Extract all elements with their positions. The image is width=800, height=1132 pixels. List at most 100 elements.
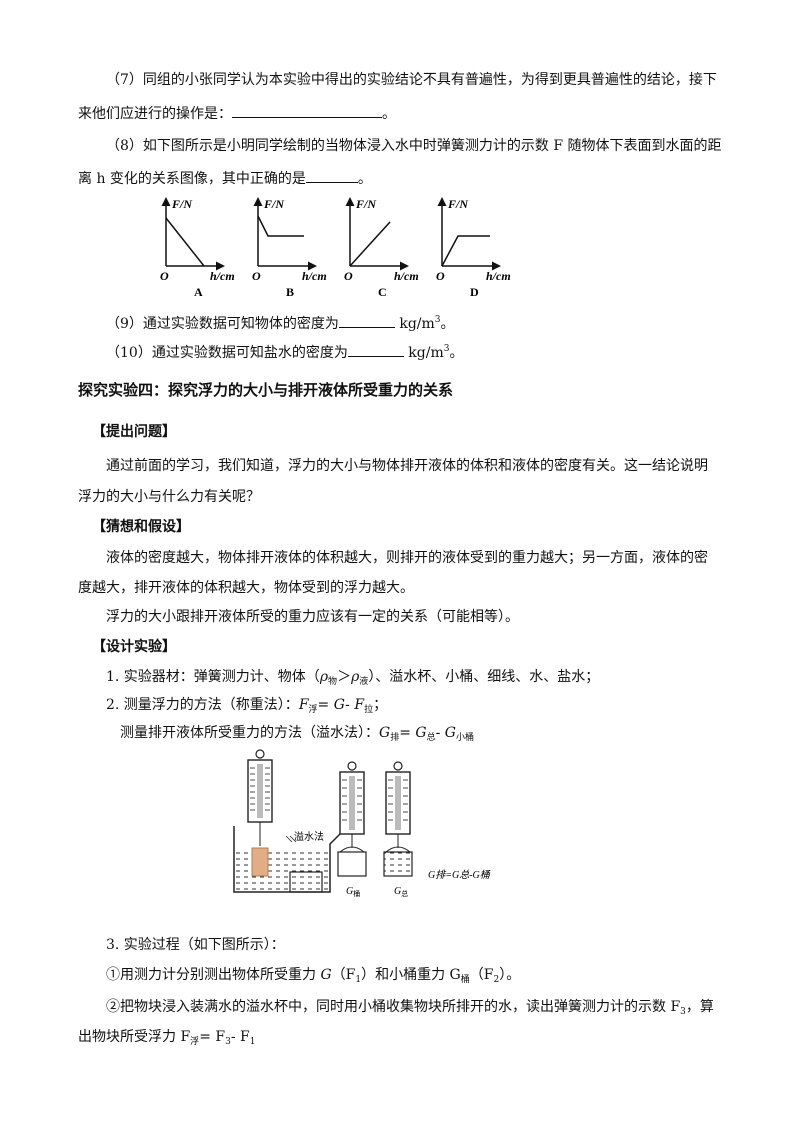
design-item2b-sub3: 小桶 <box>455 733 474 743</box>
step1-e: ）。 <box>499 967 521 983</box>
graph-b-origin: O <box>252 269 261 283</box>
q9-prefix: （9）通过实验数据可知物体的密度为 <box>106 316 339 332</box>
step1-b: （F <box>331 967 356 983</box>
overflow-label: 溢水法 <box>294 830 324 843</box>
spring-scale-3 <box>383 761 413 877</box>
design-item2-eq: = G- F <box>317 697 365 713</box>
graph-b-ylabel: F/N <box>263 197 285 211</box>
design-item2b-sub2: 总 <box>426 733 436 743</box>
full-bucket <box>383 851 413 877</box>
empty-bucket <box>337 851 367 877</box>
step1-c: ）和小桶重力 G <box>361 967 461 983</box>
design-item2b-sub1: 排 <box>390 733 400 743</box>
q7-line1: （7）同组的小张同学认为本实验中得出的实验结论不具有普遍性，为得到更具普遍性的结… <box>106 72 717 88</box>
design-item1-rho: ρ <box>319 669 329 685</box>
sec-hypothesis-line3: 浮力的大小跟排开液体所受的重力应该有一定的关系（可能相等）。 <box>106 609 519 625</box>
graph-d-xlabel: h/cm <box>486 269 511 283</box>
q10-prefix: （10）通过实验数据可知盐水的密度为 <box>106 345 348 361</box>
q9-line: （9）通过实验数据可知物体的密度为 kg/m3。 <box>106 313 455 336</box>
q9-unit-exp: 3 <box>434 315 441 325</box>
step2-sub: 3 <box>680 1007 686 1017</box>
graphs-figure: F/N O h/cm A F/N O h/cm B F/N O h/cm C F… <box>160 197 511 299</box>
q8-line2: 离 h 变化的关系图像，其中正确的是。 <box>78 168 372 189</box>
q10-end: 。 <box>449 345 464 361</box>
design-item1: 1. 实验器材：弹簧测力计、物体（ρ物＞ρ液）、溢水杯、小桶、细线、水、盐水； <box>106 667 599 689</box>
step1-d: （F <box>469 967 494 983</box>
graph-b-xlabel: h/cm <box>302 269 327 283</box>
sec-question-heading: 【提出问题】 <box>92 424 176 440</box>
q9-end: 。 <box>440 316 455 332</box>
q10-unit: kg/m <box>408 345 444 361</box>
q9-unit: kg/m <box>399 316 435 332</box>
q7-suffix: 。 <box>382 106 396 122</box>
exp4-title: 探究实验四：探究浮力的大小与排开液体所受重力的关系 <box>78 381 454 399</box>
q8-line1: （8）如下图所示是小明同学绘制的当物体浸入水中时弹簧测力计的示数 F 随物体下表… <box>106 138 722 154</box>
graph-d-origin: O <box>436 269 445 283</box>
graph-b: F/N O h/cm B <box>252 197 327 299</box>
design-item2-F: F <box>298 697 309 713</box>
design-item1-rho2: ρ <box>351 669 360 685</box>
design-item1-sub2: 液 <box>359 677 369 687</box>
graph-a-ylabel: F/N <box>171 197 193 211</box>
q7-answer-blank[interactable] <box>232 103 382 118</box>
step2-line2-c: - F <box>230 1029 250 1045</box>
design-item1-gt: ＞ <box>337 669 352 685</box>
graph-c-caption: C <box>378 285 387 299</box>
design-item2-end: ； <box>373 697 388 713</box>
step1-sub2: 桶 <box>460 975 470 985</box>
sec-question-line1: 通过前面的学习，我们知道，浮力的大小与物体排开液体的体积和液体的密度有关。这一结… <box>106 458 708 474</box>
graph-c-origin: O <box>344 269 353 283</box>
small-bucket-1 <box>289 871 323 893</box>
step2-line1-b: ，算 <box>685 999 714 1015</box>
step1-sub1: 1 <box>355 975 362 985</box>
design-item2b: 测量排开液体所受重力的方法（溢水法）：G排= G总- G小桶 <box>120 723 474 745</box>
graph-a-xlabel: h/cm <box>210 269 235 283</box>
label-g-bucket: G桶 <box>346 886 360 898</box>
q10-unit-exp: 3 <box>443 344 450 354</box>
step2-line2-b: = F <box>199 1029 226 1045</box>
design-item2-sub2: 拉 <box>364 705 374 715</box>
graph-a-line <box>165 217 205 267</box>
q8-answer-blank[interactable] <box>305 168 358 183</box>
step2-line2-a: 出物块所受浮力 F <box>78 1029 191 1045</box>
formula-label: G排=G总-G桶 <box>428 869 491 881</box>
sec-hypothesis-heading: 【猜想和假设】 <box>92 519 190 535</box>
graph-c-xlabel: h/cm <box>394 269 419 283</box>
graph-d: F/N O h/cm D <box>436 197 511 299</box>
q10-answer-blank[interactable] <box>347 342 404 357</box>
process-heading: 3. 实验过程（如下图所示）： <box>106 937 285 953</box>
sec-design-heading: 【设计实验】 <box>92 639 176 655</box>
graph-d-ylabel: F/N <box>447 197 469 211</box>
process-step2-line1: ②把物块浸入装满水的溢水杯中，同时用小桶收集物块所排开的水，读出弹簧测力计的示数… <box>106 997 714 1019</box>
design-item2b-a: 测量排开液体所受重力的方法（溢水法）： <box>120 725 379 741</box>
design-item1-sub1: 物 <box>328 677 338 687</box>
design-item1-b: ）、溢水杯、小桶、细线、水、盐水； <box>368 669 600 685</box>
q9-answer-blank[interactable] <box>338 313 395 328</box>
step2-line2-sub1: 浮 <box>190 1037 200 1047</box>
overflow-cup <box>233 826 341 893</box>
process-step1: ①用测力计分别测出物体所受重力 G（F1）和小桶重力 G桶（F2）。 <box>106 965 520 987</box>
graph-a-caption: A <box>194 285 203 299</box>
graph-d-line <box>441 235 490 267</box>
design-item1-a: 1. 实验器材：弹簧测力计、物体（ <box>106 669 320 685</box>
step1-a: ①用测力计分别测出物体所受重力 <box>106 967 321 983</box>
sec-hypothesis-line1: 液体的密度越大，物体排开液体的体积越大，则排开的液体受到的重力越大；另一方面，液… <box>106 550 708 566</box>
design-item2b-eq: = G <box>399 725 427 741</box>
design-item2b-mid: - G <box>435 725 456 741</box>
step2-line2-sub2: 3 <box>225 1037 231 1047</box>
q7-prefix: 来他们应进行的操作是： <box>78 106 232 122</box>
graph-c: F/N O h/cm C <box>344 197 419 299</box>
step1-sub3: 2 <box>493 975 500 985</box>
apparatus-figure: 溢水法 <box>233 749 491 898</box>
step1-G: G <box>320 967 332 983</box>
graph-a: F/N O h/cm A <box>160 197 235 299</box>
design-item2b-G: G <box>379 725 391 741</box>
graph-c-line <box>349 221 391 267</box>
step2-line1-a: ②把物块浸入装满水的溢水杯中，同时用小桶收集物块所排开的水，读出弹簧测力计的示数… <box>106 999 681 1015</box>
graph-b-caption: B <box>286 285 294 299</box>
q10-line: （10）通过实验数据可知盐水的密度为 kg/m3。 <box>106 342 463 365</box>
q7-line2: 来他们应进行的操作是： 。 <box>78 103 396 124</box>
graph-a-origin: O <box>160 269 169 283</box>
sec-question-line2: 浮力的大小与什么力有关呢？ <box>78 489 260 505</box>
submerged-object <box>251 847 269 877</box>
